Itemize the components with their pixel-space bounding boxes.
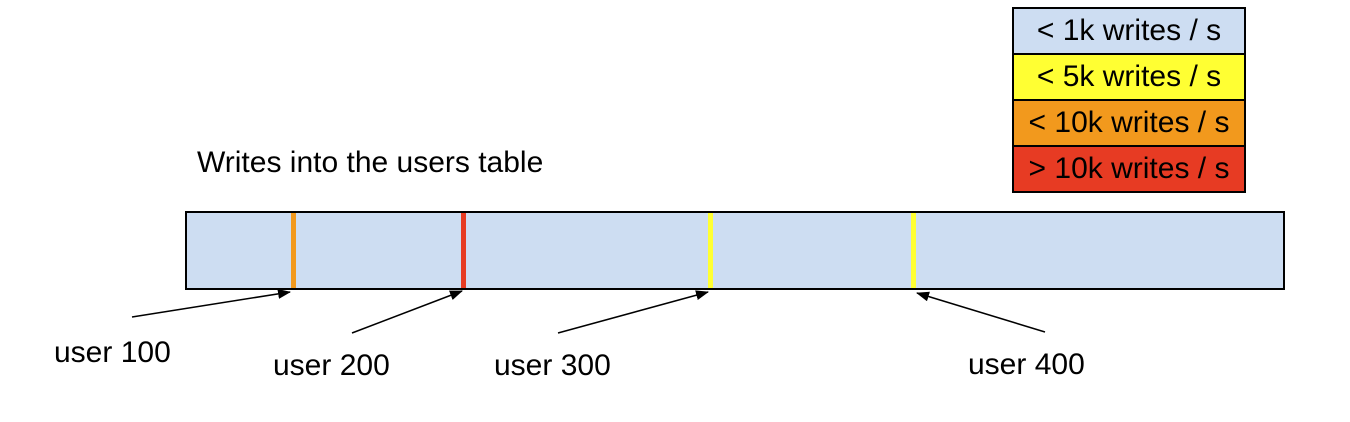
diagram-title: Writes into the users table <box>197 146 544 179</box>
legend: < 1k writes / s < 5k writes / s < 10k wr… <box>1012 7 1246 193</box>
write-hotspot-stripe-user-100 <box>291 213 296 288</box>
legend-row-gt-10k: > 10k writes / s <box>1012 145 1246 193</box>
legend-label-lt-10k: < 10k writes / s <box>1028 106 1230 139</box>
legend-row-lt-1k: < 1k writes / s <box>1012 7 1246 55</box>
users-table-bar <box>185 211 1285 290</box>
legend-label-lt-1k: < 1k writes / s <box>1036 14 1222 47</box>
arrow-user-300 <box>557 290 709 334</box>
arrow-user-100 <box>131 288 291 318</box>
legend-label-lt-5k: < 5k writes / s <box>1036 60 1222 93</box>
write-hotspot-stripe-user-400 <box>911 213 916 288</box>
user-label-300: user 300 <box>494 349 611 382</box>
legend-label-gt-10k: > 10k writes / s <box>1028 152 1230 185</box>
user-label-400: user 400 <box>968 348 1085 381</box>
user-label-200: user 200 <box>273 349 390 382</box>
legend-row-lt-5k: < 5k writes / s <box>1012 53 1246 101</box>
write-hotspot-stripe-user-300 <box>708 213 713 288</box>
legend-row-lt-10k: < 10k writes / s <box>1012 99 1246 147</box>
arrow-user-400 <box>916 291 1046 333</box>
arrow-user-200 <box>351 290 463 334</box>
user-label-100: user 100 <box>54 336 171 369</box>
write-hotspot-stripe-user-200 <box>461 213 466 288</box>
